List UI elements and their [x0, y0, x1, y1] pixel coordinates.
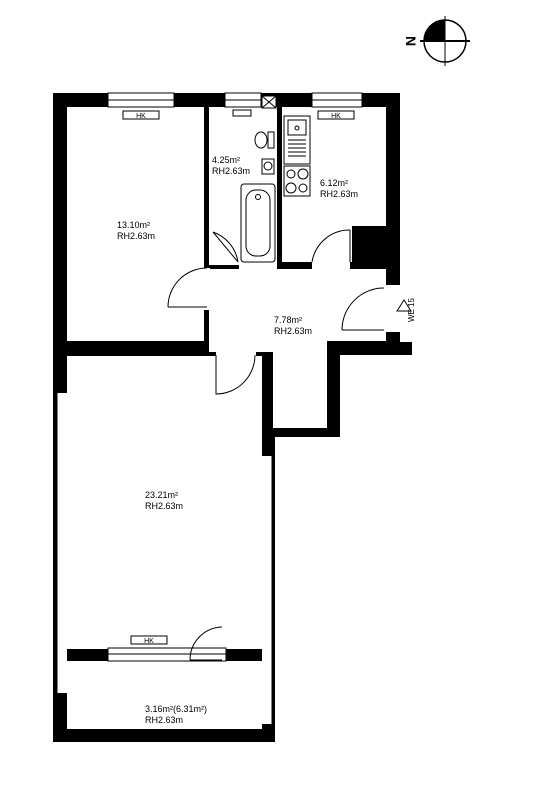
room-area: 4.25m² — [212, 155, 240, 165]
walls — [53, 93, 412, 742]
compass-icon: N — [403, 16, 470, 66]
room-area: 7.78m² — [274, 315, 302, 325]
room-height: RH2.63m — [145, 715, 183, 725]
room-area: 23.21m² — [145, 490, 178, 500]
room-hall-floor — [209, 269, 386, 428]
entrance-label: WE 15 — [407, 297, 416, 322]
room-height: RH2.63m — [274, 326, 312, 336]
entrance-marker: WE 15 — [396, 297, 416, 322]
room-height: RH2.63m — [320, 189, 358, 199]
room-height: RH2.63m — [145, 501, 183, 511]
doors — [167, 229, 385, 661]
room-height: RH2.63m — [117, 231, 155, 241]
room-kitchen-floor — [282, 107, 386, 262]
room-balcony-floor — [67, 661, 262, 729]
room-23-floor — [67, 356, 262, 649]
radiator-label: HK — [331, 113, 341, 120]
room-bath-floor — [209, 107, 277, 265]
radiator-label: HK — [136, 113, 146, 120]
room-area: 3.16m²(6.31m²) — [145, 704, 207, 714]
room-height: RH2.63m — [212, 166, 250, 176]
radiators: HK HK HK — [122, 109, 355, 645]
windows — [56, 92, 363, 724]
room-area: 6.12m² — [320, 178, 348, 188]
north-label: N — [403, 36, 419, 46]
room-labels: 13.10m² RH2.63m 4.25m² RH2.63m 6.12m² RH… — [117, 155, 358, 725]
radiator-label: HK — [144, 638, 154, 645]
room-area: 13.10m² — [117, 220, 150, 230]
kitchen-fixtures — [283, 115, 311, 197]
bathroom-fixtures — [240, 131, 276, 263]
room-13-floor — [67, 107, 204, 341]
